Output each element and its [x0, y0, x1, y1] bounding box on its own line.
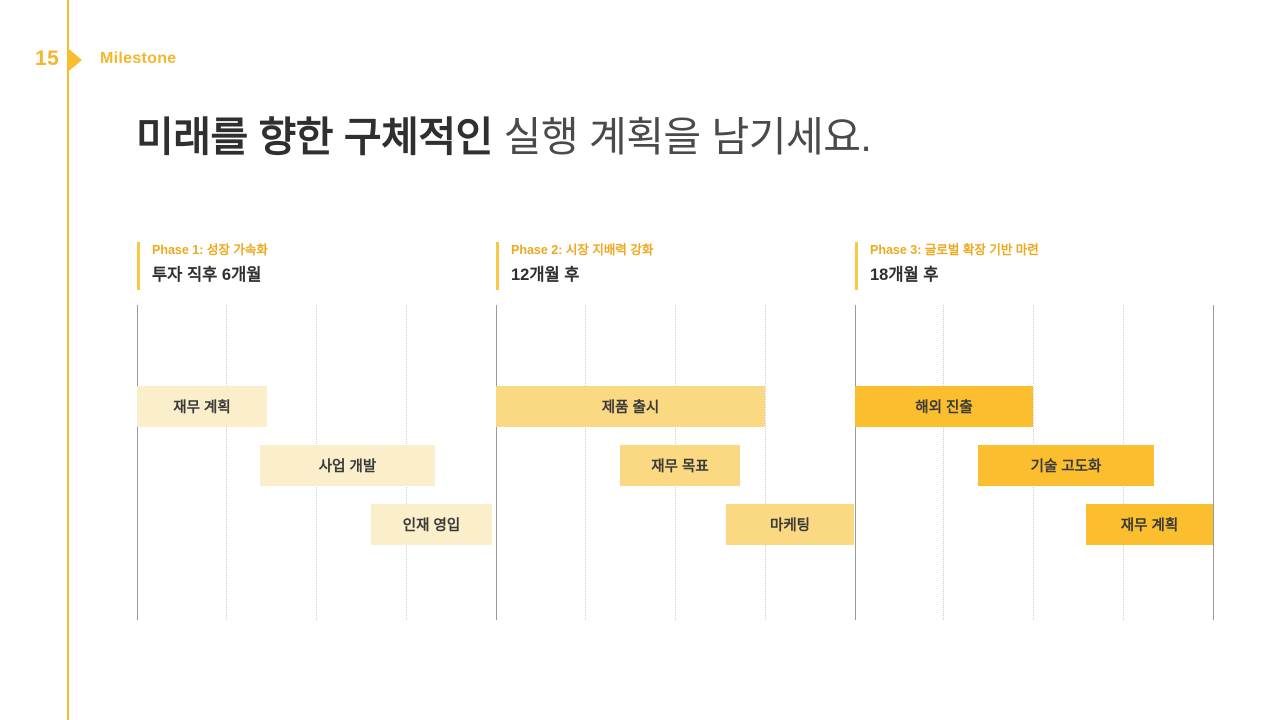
- gantt-task-bar[interactable]: 제품 출시: [496, 386, 765, 427]
- gantt-task-bar[interactable]: 기술 고도화: [978, 445, 1154, 486]
- phase-label: Phase 3: 글로벌 확장 기반 마련: [870, 243, 1039, 257]
- phase-timeframe: 12개월 후: [511, 265, 580, 284]
- gantt-gridline: [137, 305, 138, 620]
- gantt-gridline: [765, 305, 766, 620]
- gantt-gridline: [855, 305, 856, 620]
- page-number: 15: [35, 47, 60, 70]
- gantt-gridline: [585, 305, 586, 620]
- phase-header-2: Phase 2: 시장 지배력 강화 12개월 후: [496, 242, 653, 290]
- gantt-gridline: [1213, 305, 1214, 620]
- section-kicker: Milestone: [100, 50, 177, 67]
- gantt-task-bar[interactable]: 해외 진출: [855, 386, 1033, 427]
- phase-timeframe: 18개월 후: [870, 265, 939, 284]
- phase-accent-bar: [855, 242, 858, 290]
- page-title: 미래를 향한 구체적인 실행 계획을 남기세요.: [136, 112, 872, 163]
- gantt-task-bar[interactable]: 재무 계획: [137, 386, 267, 427]
- gantt-gridline: [226, 305, 227, 620]
- play-triangle-icon: [69, 49, 82, 71]
- phase-accent-bar: [496, 242, 499, 290]
- gantt-task-bar[interactable]: 사업 개발: [260, 445, 435, 486]
- left-accent-rail: [67, 0, 69, 720]
- gantt-task-bar[interactable]: 재무 목표: [620, 445, 740, 486]
- phase-label: Phase 1: 성장 가속화: [152, 243, 268, 257]
- phase-timeframe: 투자 직후 6개월: [152, 265, 262, 284]
- phase-header-3: Phase 3: 글로벌 확장 기반 마련 18개월 후: [855, 242, 1039, 290]
- page-title-strong: 미래를 향한 구체적인: [136, 114, 493, 160]
- gantt-gridline: [496, 305, 497, 620]
- gantt-gridline: [943, 305, 944, 620]
- phase-label: Phase 2: 시장 지배력 강화: [511, 243, 654, 257]
- phase-accent-bar: [137, 242, 140, 290]
- page-title-light: 실행 계획을 남기세요.: [492, 114, 872, 160]
- gantt-task-bar[interactable]: 인재 영입: [371, 504, 492, 545]
- gantt-task-bar[interactable]: 마케팅: [726, 504, 854, 545]
- gantt-task-bar[interactable]: 재무 계획: [1086, 504, 1213, 545]
